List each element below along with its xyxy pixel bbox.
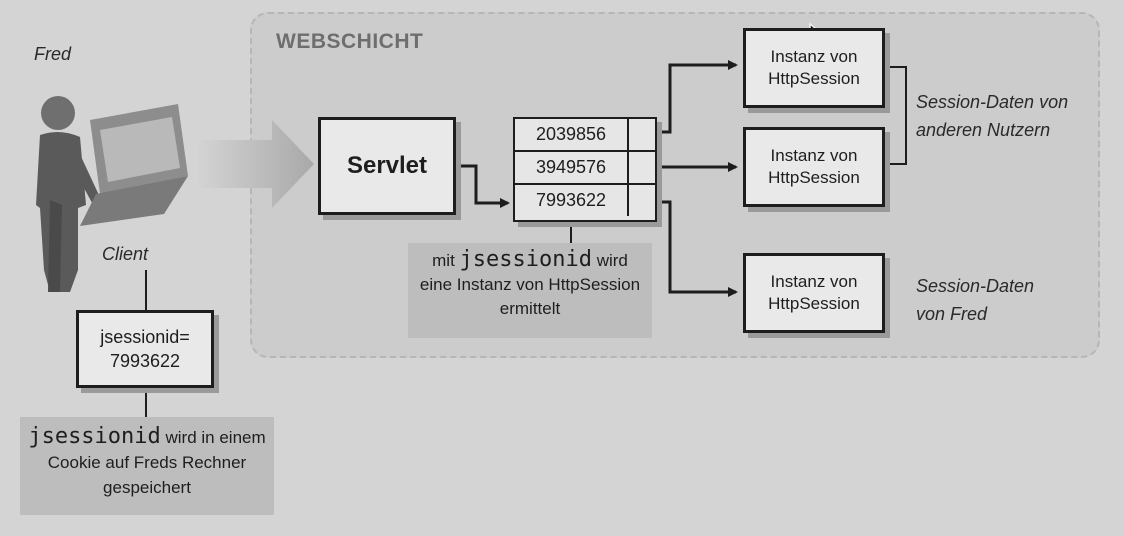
cookie-box: jsessionid= 7993622 (76, 310, 214, 388)
httpsession-instance-fred: Instanz von HttpSession (743, 253, 885, 333)
note-text: wird in einem (160, 428, 266, 447)
note-code: jsessionid (28, 424, 161, 449)
label-line: Session-Daten von (916, 92, 1069, 112)
label-line: Session-Daten (916, 276, 1035, 296)
httpsession-instance-2: Instanz von HttpSession (743, 127, 885, 207)
bracket-other-sessions (890, 66, 907, 165)
session-id-cell: 2039856 (515, 119, 629, 150)
note-text: gespeichert (103, 478, 191, 497)
session-id-cell: 3949576 (515, 152, 629, 183)
label-line: anderen Nutzern (916, 120, 1051, 140)
note-text: ermittelt (499, 299, 561, 318)
note-text: Cookie auf Freds Rechner (47, 453, 247, 472)
client-user-name: Fred (34, 44, 72, 64)
session-id-table: 2039856 3949576 7993622 (513, 117, 657, 222)
fred-session-label: Session-Daten von Fred (916, 272, 1034, 328)
note-code: jsessionid (459, 247, 592, 272)
session-id-row: 2039856 (515, 119, 655, 152)
cookie-note: jsessionid wird in einem Cookie auf Fred… (20, 417, 274, 515)
httpsession-instance-1: Instanz von HttpSession (743, 28, 885, 108)
servlet-box: Servlet (318, 117, 456, 215)
instance-line2: HttpSession (768, 69, 860, 88)
client-user-icon (36, 96, 104, 292)
cookie-line1: jsessionid= (100, 327, 190, 347)
lookup-note: mit jsessionid wird eine Instanz von Htt… (408, 243, 652, 338)
web-layer-title: WEBSCHICHT (276, 30, 424, 53)
note-text: wird (591, 251, 628, 270)
session-id-row: 7993622 (515, 185, 655, 218)
note-text: eine Instanz von HttpSession (419, 275, 641, 294)
label-line: von Fred (916, 304, 988, 324)
instance-line2: HttpSession (768, 294, 860, 313)
cookie-line2: 7993622 (109, 351, 181, 371)
client-label: Client (102, 244, 149, 264)
instance-line2: HttpSession (768, 168, 860, 187)
instance-line1: Instanz von (770, 146, 858, 165)
session-id-row: 3949576 (515, 152, 655, 185)
request-arrow (196, 120, 314, 208)
instance-line1: Instanz von (770, 272, 858, 291)
laptop-icon (80, 104, 188, 226)
instance-line1: Instanz von (770, 47, 858, 66)
session-id-cell: 7993622 (515, 185, 629, 216)
note-text: mit (432, 251, 460, 270)
other-users-session-label: Session-Daten von anderen Nutzern (916, 88, 1068, 144)
